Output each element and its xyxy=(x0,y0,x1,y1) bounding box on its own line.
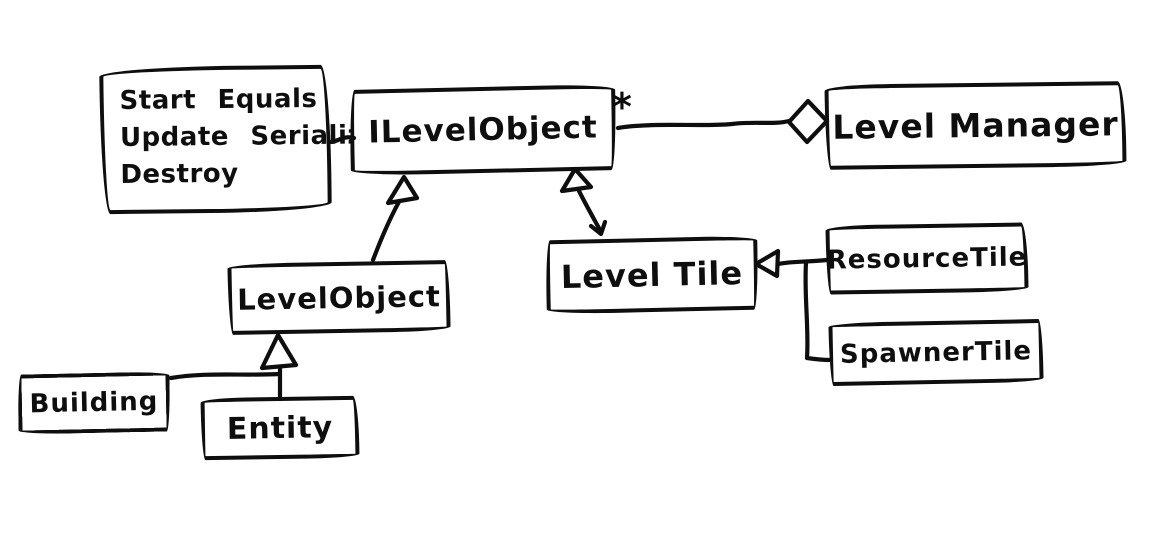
class-label-leveltile: Level Tile xyxy=(560,253,744,297)
class-label-spawnertile: SpawnerTile xyxy=(839,335,1033,370)
notes-line: Destroy xyxy=(120,158,239,190)
edge-resourcetile-leveltile xyxy=(753,248,830,279)
inheritance-arrowhead xyxy=(559,166,594,194)
class-box-resourcetile: ResourceTile xyxy=(825,222,1029,295)
class-label-levelobject: LevelObject xyxy=(236,278,442,317)
inheritance-arrowhead xyxy=(259,332,299,371)
class-label-levelmanager: Level Manager xyxy=(832,104,1119,147)
notes-line: Update Serialize xyxy=(119,120,382,153)
class-box-levelmanager: Level Manager xyxy=(824,81,1127,170)
class-box-entity: Entity xyxy=(200,395,360,461)
class-label-building: Building xyxy=(29,386,159,420)
edge-ilevelobject-levelmanager xyxy=(615,98,830,145)
edge-entity-levelobject xyxy=(259,332,299,402)
class-box-levelobject: LevelObject xyxy=(227,260,451,335)
class-label-ilevelobject: ILevelObject xyxy=(367,109,599,151)
arrow-tip xyxy=(588,219,608,237)
edge-levelobject-ilevelobject xyxy=(370,174,420,263)
class-box-building: Building xyxy=(17,371,171,435)
aggregation-diamond xyxy=(786,98,830,145)
edge-spawnertile-leveltile xyxy=(803,260,833,363)
multiplicity-star-label: * xyxy=(612,85,632,129)
inheritance-arrowhead xyxy=(753,248,781,279)
class-box-spawnertile: SpawnerTile xyxy=(828,318,1044,387)
edge-leveltile-ilevelobject xyxy=(559,166,608,237)
notes-box: Start Equals Update Serialize Destroy xyxy=(99,64,381,215)
class-box-leveltile: Level Tile xyxy=(545,235,759,315)
inheritance-arrowhead xyxy=(385,174,420,206)
class-label-entity: Entity xyxy=(226,409,334,447)
class-label-resourcetile: ResourceTile xyxy=(826,241,1028,276)
class-box-ilevelobject: ILevelObject xyxy=(349,83,617,177)
notes-line: Start Equals xyxy=(119,83,318,117)
edge-building-levelobject xyxy=(168,371,282,381)
